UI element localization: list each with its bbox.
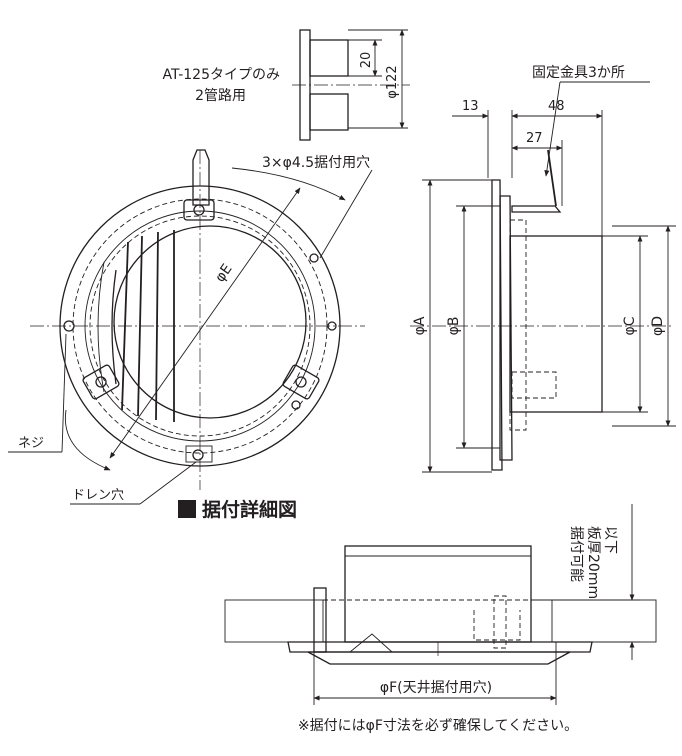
front-view: φE 3×φ4.5据付用穴 ネジ ドレン穴 bbox=[8, 149, 373, 505]
dim-20-label: 20 bbox=[359, 52, 374, 69]
duct-opening-circle bbox=[113, 225, 307, 419]
bracket-leader bbox=[544, 81, 561, 177]
ceiling-right bbox=[551, 599, 657, 643]
install-note: ※据付にはφF寸法を必ず確保してください。 bbox=[298, 718, 578, 734]
dim-phiB-label: φB bbox=[446, 317, 462, 336]
mount-hole-right bbox=[327, 321, 337, 331]
dim-phiA-label: φA bbox=[412, 316, 428, 335]
ceiling-left bbox=[224, 599, 324, 643]
drain-label: ドレン穴 bbox=[72, 488, 124, 503]
detail-view: 据付詳細図 据付可能 板厚20mm 以下 φF(天井据付用穴) ※据付にはφF寸… bbox=[178, 498, 657, 734]
at125-note-line2: 2管路用 bbox=[195, 88, 246, 104]
hidden-flange-circle bbox=[72, 198, 328, 454]
thickness-label-2: 板厚20mm bbox=[585, 526, 601, 599]
side-bracket-arm bbox=[547, 149, 557, 207]
outer-flange-circle bbox=[59, 185, 341, 467]
mount-hole-lower bbox=[291, 400, 301, 410]
top-tab bbox=[192, 149, 210, 206]
top-view-pipe-upper bbox=[309, 39, 349, 77]
drain-hole bbox=[192, 449, 204, 461]
dim-13-label: 13 bbox=[462, 99, 479, 114]
side-bracket-bottom bbox=[511, 371, 557, 399]
side-flange bbox=[491, 179, 503, 471]
detail-title: 据付詳細図 bbox=[202, 498, 297, 521]
at125-note-line1: AT-125タイプのみ bbox=[162, 67, 280, 83]
mount-hole-upper bbox=[309, 253, 319, 263]
dim-phiF-label: φF(天井据付用穴) bbox=[380, 680, 492, 696]
side-flange-inner bbox=[499, 195, 513, 461]
dim-27-label: 27 bbox=[526, 131, 543, 146]
screw-leader bbox=[61, 333, 67, 453]
top-view: 20 φ122 AT-125タイプのみ 2管路用 bbox=[162, 29, 410, 141]
dim-phi122-label: φ122 bbox=[385, 65, 400, 98]
holes-label: 3×φ4.5据付用穴 bbox=[262, 155, 370, 171]
screw-label: ネジ bbox=[18, 436, 44, 451]
thickness-label-3: 以下 bbox=[602, 526, 618, 554]
dim-phiC-label: φC bbox=[622, 316, 638, 335]
detail-title-marker bbox=[178, 500, 196, 518]
bracket-label: 固定金具3か所 bbox=[532, 65, 625, 81]
dim-phiE-label: φE bbox=[212, 261, 235, 285]
drain-leader bbox=[139, 461, 197, 505]
side-bracket-top bbox=[511, 205, 562, 213]
holes-leader bbox=[319, 169, 373, 259]
detail-body bbox=[344, 545, 532, 643]
dim-phiD-label: φD bbox=[650, 316, 666, 336]
top-view-pipe-lower bbox=[309, 93, 349, 131]
side-body-hidden bbox=[509, 219, 527, 431]
detail-grille bbox=[307, 651, 571, 665]
side-view: 13 48 27 固定金具3か所 φA φB φC φD bbox=[410, 65, 676, 473]
dim-phiE-line bbox=[109, 187, 301, 459]
screw-left bbox=[63, 320, 75, 332]
thickness-label-1: 据付可能 bbox=[568, 526, 584, 582]
detail-flange bbox=[287, 641, 593, 653]
